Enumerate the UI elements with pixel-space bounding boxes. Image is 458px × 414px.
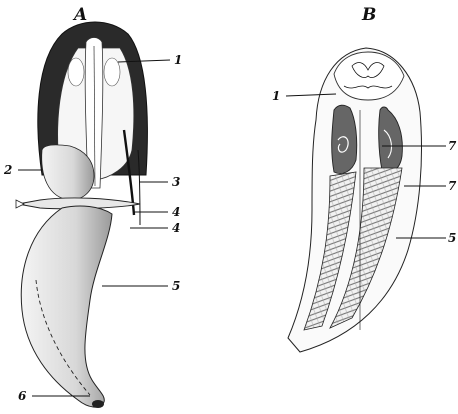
- panel-b-label-1: 1: [272, 89, 280, 103]
- panel-b-label-7-upper: 7: [448, 139, 457, 153]
- panel-a-label-1: 1: [174, 53, 182, 67]
- panel-a-triangle: [16, 200, 24, 208]
- panel-a-tail: [21, 206, 112, 407]
- panel-b: B 1 7 7 5: [272, 5, 457, 352]
- panel-a-label-2: 2: [3, 163, 12, 177]
- panel-a-blob-left: [68, 58, 84, 86]
- panel-a-blob-right: [104, 58, 120, 86]
- panel-b-label-5: 5: [448, 231, 456, 245]
- panel-a-label-4-upper: 4: [172, 205, 180, 219]
- panel-b-label-7-lower: 7: [448, 179, 457, 193]
- panel-a-letter: A: [72, 5, 87, 25]
- panel-b-left-chamber: [332, 105, 357, 173]
- panel-a: A 1 2 3 4 4: [3, 5, 182, 408]
- panel-a-label-3: 3: [172, 175, 180, 189]
- panel-a-label-4-lower: 4: [172, 221, 180, 235]
- panel-a-label-6: 6: [18, 389, 27, 403]
- panel-a-label-5: 5: [172, 279, 180, 293]
- panel-b-letter: B: [361, 5, 376, 25]
